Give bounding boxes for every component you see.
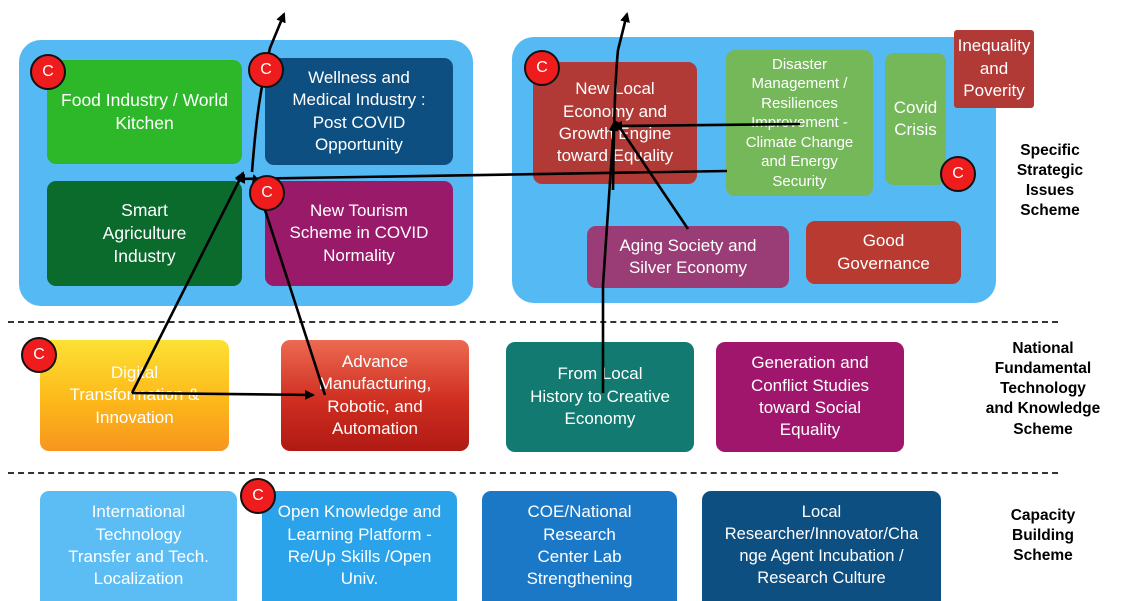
arrow-digital-manufacturing — [131, 389, 315, 400]
label-capacity-scheme: Capacity Building Scheme — [1010, 507, 1076, 565]
badge-c-local-economy: C — [524, 50, 560, 86]
arrow-disaster-left — [235, 169, 728, 184]
box-aging-society: Aging Society and Silver Economy — [587, 226, 789, 288]
box-good-governance: Good Governance — [806, 221, 961, 284]
box-covid-crisis: Covid Crisis — [885, 53, 946, 185]
box-international-technology: International Technology Transfer and Te… — [40, 491, 237, 601]
badge-c-covid: C — [940, 156, 976, 192]
arrow-history-economy — [601, 121, 619, 393]
arrow-left-panel-up — [250, 12, 286, 173]
box-local-history: From Local History to Creative Economy — [506, 342, 694, 452]
box-digital-transformation: Digital Transformation & Innovation — [40, 340, 229, 451]
badge-c-digital: C — [21, 337, 57, 373]
box-generation-conflict: Generation and Conflict Studies toward S… — [716, 342, 904, 452]
box-disaster-management: Disaster Management / Resiliences Improv… — [726, 50, 873, 196]
badge-c-wellness: C — [248, 52, 284, 88]
box-wellness-medical: Wellness and Medical Industry : Post COV… — [265, 58, 453, 165]
box-new-tourism: New Tourism Scheme in COVID Normality — [265, 181, 453, 286]
arrow-digital-up — [130, 171, 245, 394]
box-smart-agriculture: Smart Agriculture Industry — [47, 181, 242, 286]
badge-c-food: C — [30, 54, 66, 90]
arrow-manufacturing-up — [251, 174, 327, 396]
badge-c-tourism: C — [249, 175, 285, 211]
box-inequality-poverty: Inequality and Poverity — [954, 30, 1034, 108]
label-fundamental-scheme: National Fundamental Technology and Know… — [985, 340, 1101, 438]
label-strategic-scheme: Specific Strategic Issues Scheme — [1016, 142, 1084, 220]
badge-c-open-knowledge: C — [240, 478, 276, 514]
box-local-researcher: Local Researcher/Innovator/Cha nge Agent… — [702, 491, 941, 601]
arrow-aging-economy — [614, 120, 690, 230]
divider-bottom — [8, 472, 1058, 474]
box-food-industry: Food Industry / World Kitchen — [47, 60, 242, 164]
arrow-right-panel-up — [611, 12, 630, 191]
box-open-knowledge: Open Knowledge and Learning Platform - R… — [262, 491, 457, 601]
divider-top — [8, 321, 1058, 323]
arrow-disaster-economy — [612, 120, 801, 131]
box-coe-national-research: COE/National Research Center Lab Strengt… — [482, 491, 677, 601]
